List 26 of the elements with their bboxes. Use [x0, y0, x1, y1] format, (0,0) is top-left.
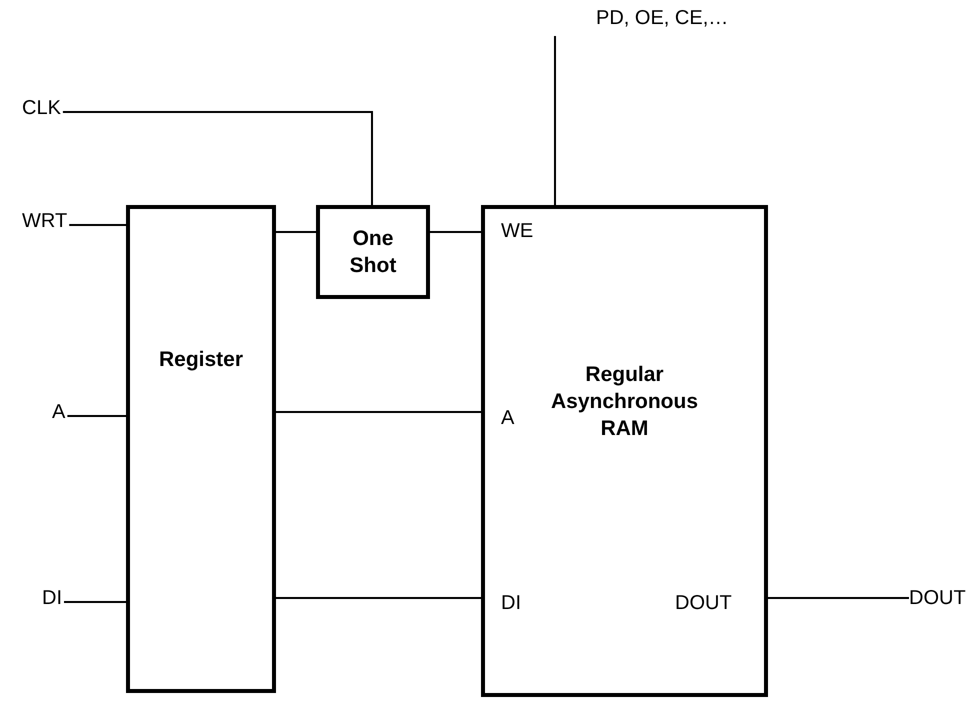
- ram-block: [481, 205, 768, 697]
- pin-label: A: [501, 406, 514, 430]
- one-shot-block: [316, 205, 430, 299]
- signal-label: PD, OE, CE,…: [596, 6, 728, 30]
- signal-wire: [62, 111, 373, 205]
- signal-wire: [67, 415, 126, 417]
- signal-wire: [69, 224, 126, 226]
- block-title: Register: [158, 346, 244, 372]
- signal-wire: [276, 597, 481, 599]
- signal-label: DOUT: [909, 586, 966, 610]
- block-title: One Shot: [348, 226, 398, 279]
- pin-label: DI: [501, 591, 521, 615]
- signal-wire: [276, 411, 481, 413]
- signal-wire: [430, 231, 481, 233]
- signal-wire: [64, 601, 126, 603]
- signal-label: DI: [42, 586, 62, 610]
- pin-label: DOUT: [675, 591, 732, 615]
- signal-label: WRT: [22, 209, 68, 233]
- block-title: Regular Asynchronous RAM: [550, 362, 700, 442]
- signal-label: CLK: [22, 96, 61, 120]
- signal-wire: [276, 231, 316, 233]
- pin-label: WE: [501, 219, 534, 243]
- register-block: [126, 205, 276, 693]
- signal-wire: [554, 36, 556, 205]
- signal-wire: [768, 597, 909, 599]
- signal-label: A: [52, 400, 66, 424]
